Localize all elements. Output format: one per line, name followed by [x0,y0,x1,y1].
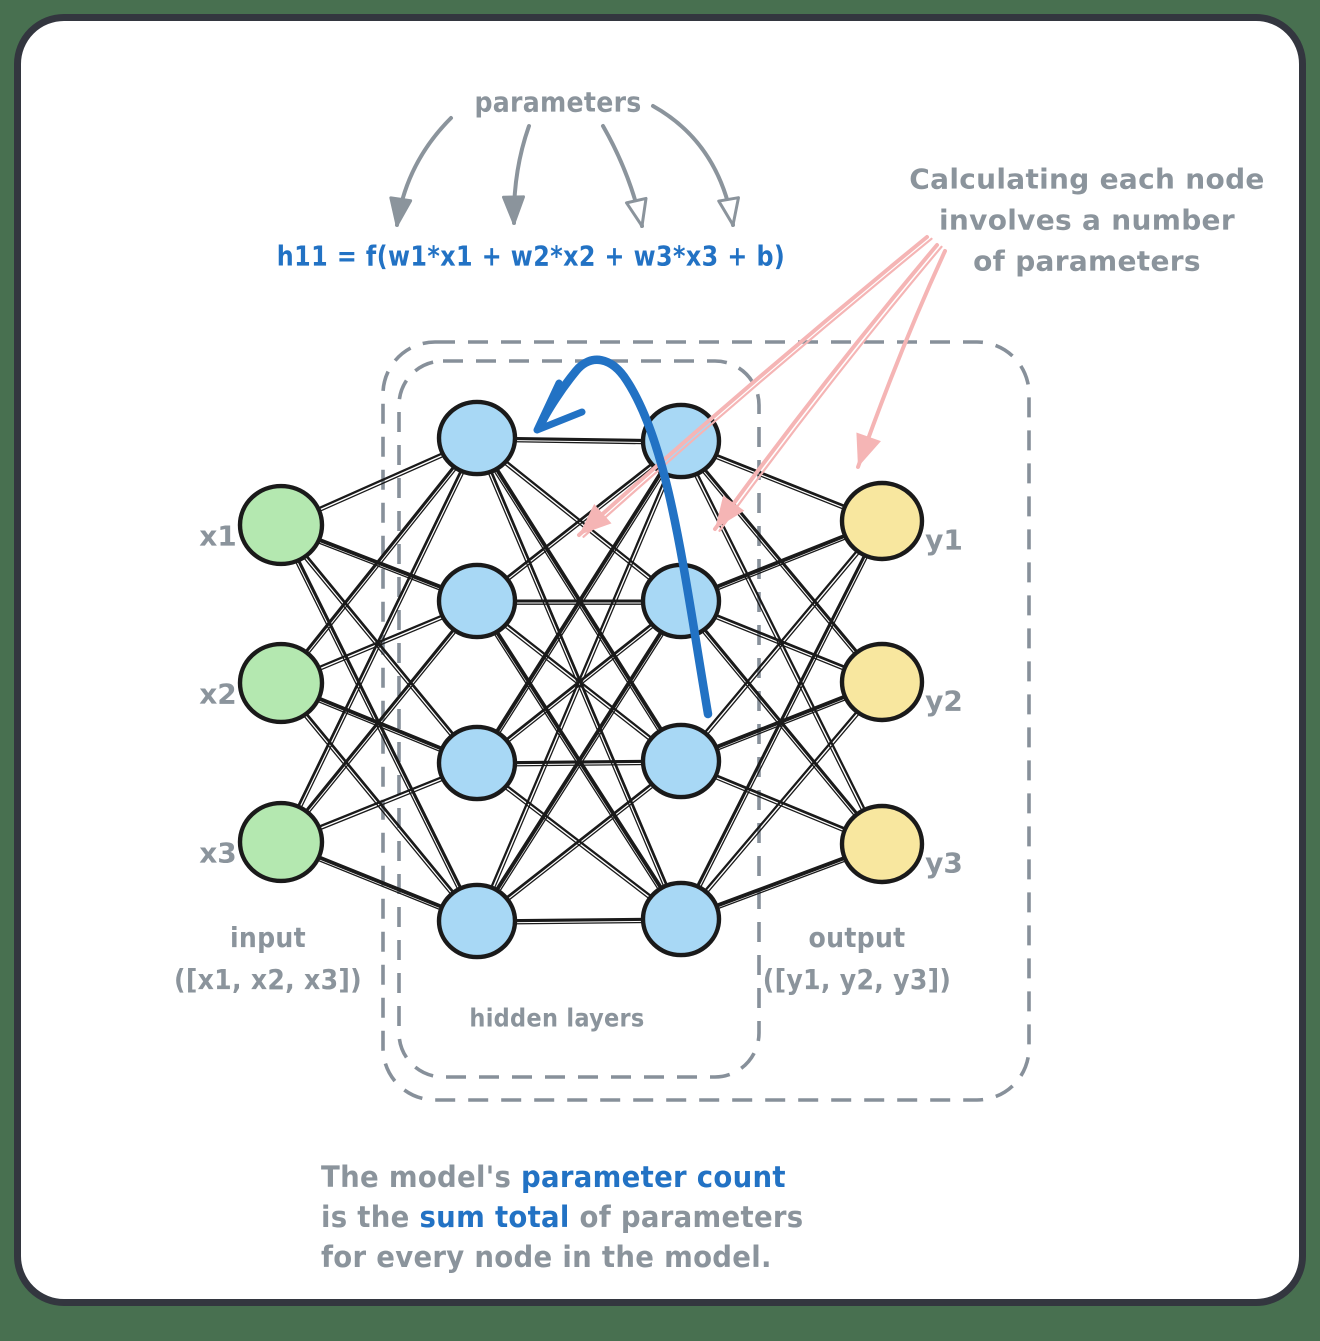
footer-line2-highlight: sum total [419,1200,570,1234]
edges [277,436,886,925]
pink-arrowhead [856,432,881,467]
side-note-line-2: involves a number [939,203,1235,237]
blue-arrow [533,355,713,719]
side-note: Calculating each node involves a number … [909,159,1264,282]
output-node-y1 [839,480,925,562]
output-layer-array: ([y1, y2, y3]) [762,963,952,996]
dashed-boxes [381,340,1031,1102]
hidden2-node [640,880,722,958]
pink-arrows [577,235,947,538]
hidden1-node [436,399,518,477]
blue-arrow-curve [536,355,713,719]
nodes [237,399,925,960]
input-node-x2 [237,641,325,725]
pink-arrowhead [715,495,745,529]
hidden1-node [436,562,518,640]
node-formula: h11 = f(w1*x1 + w2*x2 + w3*x3 + b) [276,239,786,273]
hidden-layers-label: hidden layers [469,1003,645,1033]
node-label-y3: y3 [925,846,963,880]
input-layer-array: ([x1, x2, x3]) [174,963,362,996]
hidden1-node [436,882,518,960]
footer-line-2: is the sum total of parameters [321,1197,803,1237]
footer-line-1: The model's parameter count [321,1157,803,1197]
output-layer-label: output ([y1, y2, y3]) [763,917,951,1001]
outer-dashed-box [381,340,1031,1102]
footer-note: The model's parameter count is the sum t… [321,1157,803,1277]
network-svg [237,104,1031,1102]
input-layer-label: input ([x1, x2, x3]) [174,917,362,1001]
footer-line-3: for every node in the model. [321,1240,772,1274]
gray-arrowhead [625,196,648,228]
node-label-y2: y2 [925,684,963,718]
side-note-line-1: Calculating each node [909,162,1265,196]
gray-arrowhead [717,196,740,227]
input-node-x3 [237,800,325,884]
parameters-label: parameters [474,85,642,119]
footer-line1-prefix: The model's [321,1160,522,1194]
output-layer-title: output [808,921,906,954]
gray-arrowhead [502,195,525,225]
side-note-line-3: of parameters [973,244,1201,278]
blue-arrowhead [533,379,586,434]
footer-line1-highlight: parameter count [521,1160,786,1194]
input-layer-title: input [230,921,306,954]
hidden2-node [640,722,722,800]
diagram-card: parameters h11 = f(w1*x1 + w2*x2 + w3*x3… [14,14,1306,1306]
input-node-x1 [237,483,325,567]
node-label-x1: x1 [199,519,237,553]
node-label-y1: y1 [925,523,963,557]
hidden1-node [436,724,518,802]
gray-arrows [389,104,740,228]
output-node-y3 [839,803,925,885]
node-label-x2: x2 [199,677,237,711]
inner-dashed-box [397,359,761,1079]
output-node-y2 [839,641,925,723]
pink-arrowhead [579,503,612,535]
node-label-x3: x3 [199,836,237,870]
footer-line2-prefix: is the [321,1200,420,1234]
gray-arrowhead [389,196,413,227]
footer-line2-suffix: of parameters [569,1200,804,1234]
